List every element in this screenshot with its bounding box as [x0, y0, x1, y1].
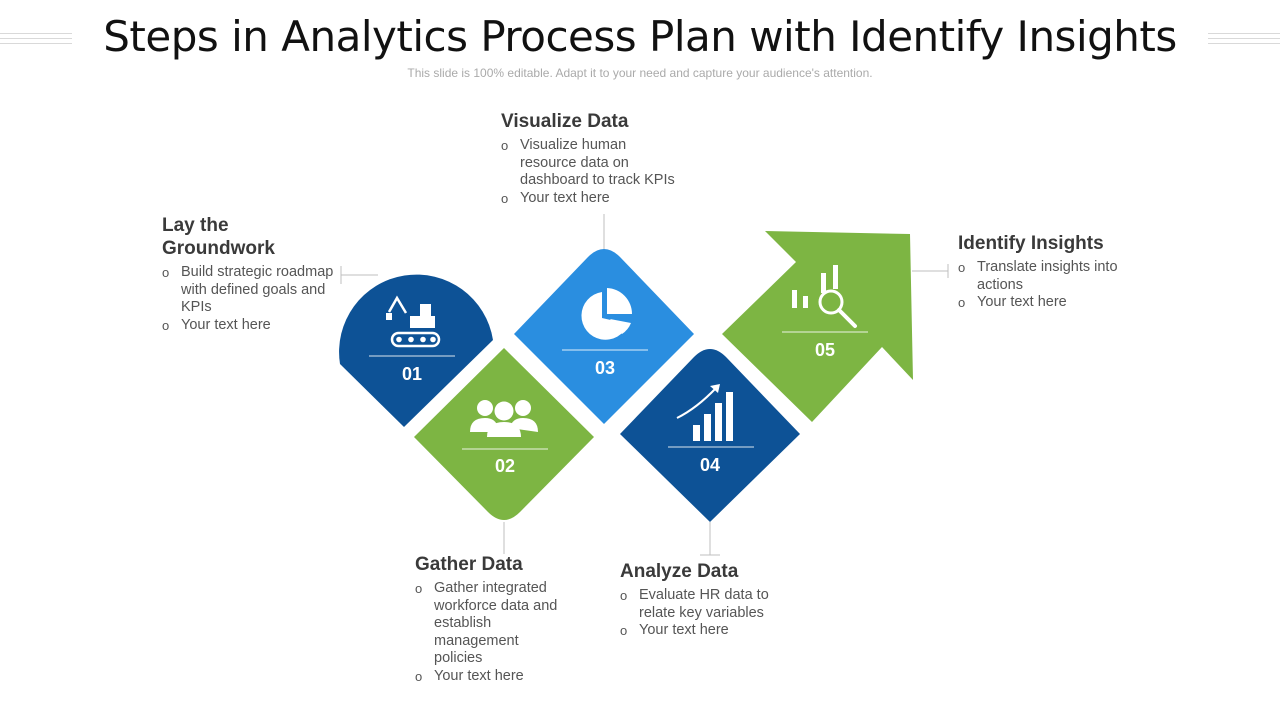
step-bullets-03: Visualize human resource data on dashboa… [501, 137, 686, 207]
step-bullet-01-2: Your text here [162, 317, 337, 335]
step-shape-01 [339, 274, 493, 427]
people-group-icon [470, 400, 538, 437]
step-bullet-02-1: Gather integrated workforce data and est… [415, 580, 570, 668]
step-text-01: Lay the Groundwork Build strategic roadm… [162, 214, 337, 334]
page-title: Steps in Analytics Process Plan with Ide… [103, 12, 1177, 61]
connector-lines [340, 214, 949, 556]
step-bullet-04-1: Evaluate HR data to relate key variables [620, 587, 785, 622]
step-number-01: 01 [402, 364, 422, 384]
step-bullets-05: Translate insights into actions Your tex… [958, 259, 1118, 312]
step-text-05: Identify Insights Translate insights int… [958, 232, 1118, 312]
step-title-01: Lay the Groundwork [162, 215, 275, 259]
step-shape-05 [722, 231, 913, 422]
pie-chart-icon [581, 288, 632, 340]
step-bullet-02-2: Your text here [415, 668, 570, 686]
decorative-lines-right [1208, 33, 1280, 51]
growth-chart-icon [676, 384, 733, 441]
page-subtitle: This slide is 100% editable. Adapt it to… [407, 66, 873, 80]
step-title-04: Analyze Data [620, 561, 739, 582]
step-number-05: 05 [815, 340, 835, 360]
step-title-02: Gather Data [415, 554, 523, 575]
step-bullet-01-1: Build strategic roadmap with defined goa… [162, 264, 337, 317]
connector-04 [700, 522, 720, 556]
step-title-05: Identify Insights [958, 233, 1104, 254]
step-bullets-01: Build strategic roadmap with defined goa… [162, 264, 337, 334]
step-number-04: 04 [700, 455, 720, 475]
connector-05 [912, 264, 949, 278]
step-text-03: Visualize Data Visualize human resource … [501, 110, 686, 207]
step-bullet-03-2: Your text here [501, 190, 686, 208]
step-bullet-05-1: Translate insights into actions [958, 259, 1118, 294]
step-bullets-02: Gather integrated workforce data and est… [415, 580, 570, 685]
step-bullets-04: Evaluate HR data to relate key variables… [620, 587, 785, 640]
decorative-lines-left [0, 33, 72, 51]
step-bullet-03-1: Visualize human resource data on dashboa… [501, 137, 680, 190]
step-text-02: Gather Data Gather integrated workforce … [415, 553, 570, 685]
magnifier-chart-icon [792, 265, 857, 328]
step-number-02: 02 [495, 456, 515, 476]
step-text-04: Analyze Data Evaluate HR data to relate … [620, 560, 785, 640]
excavator-icon [386, 295, 441, 348]
step-number-03: 03 [595, 358, 615, 378]
step-bullet-04-2: Your text here [620, 622, 785, 640]
step-title-03: Visualize Data [501, 111, 629, 132]
step-bullet-05-2: Your text here [958, 294, 1118, 312]
connector-01 [340, 266, 378, 284]
